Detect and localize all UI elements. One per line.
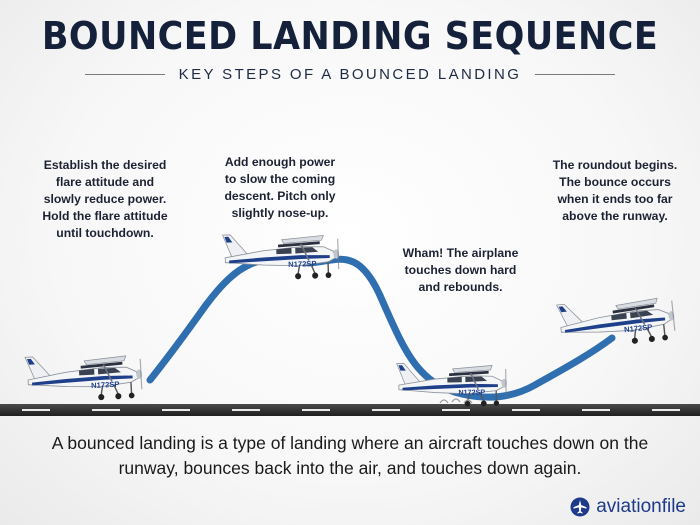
touchdown-dust-icon (439, 398, 473, 404)
aircraft-bounce-peak: N172SP (221, 230, 341, 283)
brand-logo[interactable]: aviationfile (570, 496, 686, 518)
brand-name: aviationfile (596, 496, 686, 517)
runway-centerline (22, 409, 680, 411)
tail-number-label: N172SP (91, 380, 120, 390)
tail-number-label: N172SP (288, 259, 317, 269)
aircraft-roundout: N172SP (555, 292, 678, 353)
subtitle-row: KEY STEPS OF A BOUNCED LANDING (0, 66, 700, 83)
aircraft-hard-touchdown: N172SP (395, 360, 508, 409)
step-note-roundout: The roundout begins. The bounce occurs w… (552, 158, 678, 223)
page-title: BOUNCED LANDING SEQUENCE (41, 14, 659, 58)
page-subtitle: KEY STEPS OF A BOUNCED LANDING (178, 66, 522, 83)
subtitle-rule-right (535, 74, 616, 75)
runway (0, 404, 700, 416)
airplane-circle-icon (570, 497, 590, 517)
description-caption: A bounced landing is a type of landing w… (51, 433, 649, 478)
tail-number-label: N172SP (624, 322, 653, 334)
step-note-touchdown: Establish the desired flare attitude and… (42, 158, 168, 240)
bounce-flight-path (146, 255, 616, 401)
aircraft-touchdown-1: N172SP (24, 350, 144, 405)
subtitle-rule-left (84, 74, 165, 75)
tail-number-label: N172SP (458, 387, 485, 396)
step-note-hard-touchdown: Wham! The airplane touches down hard and… (402, 246, 519, 294)
step-note-add-power: Add enough power to slow the coming desc… (224, 155, 336, 220)
